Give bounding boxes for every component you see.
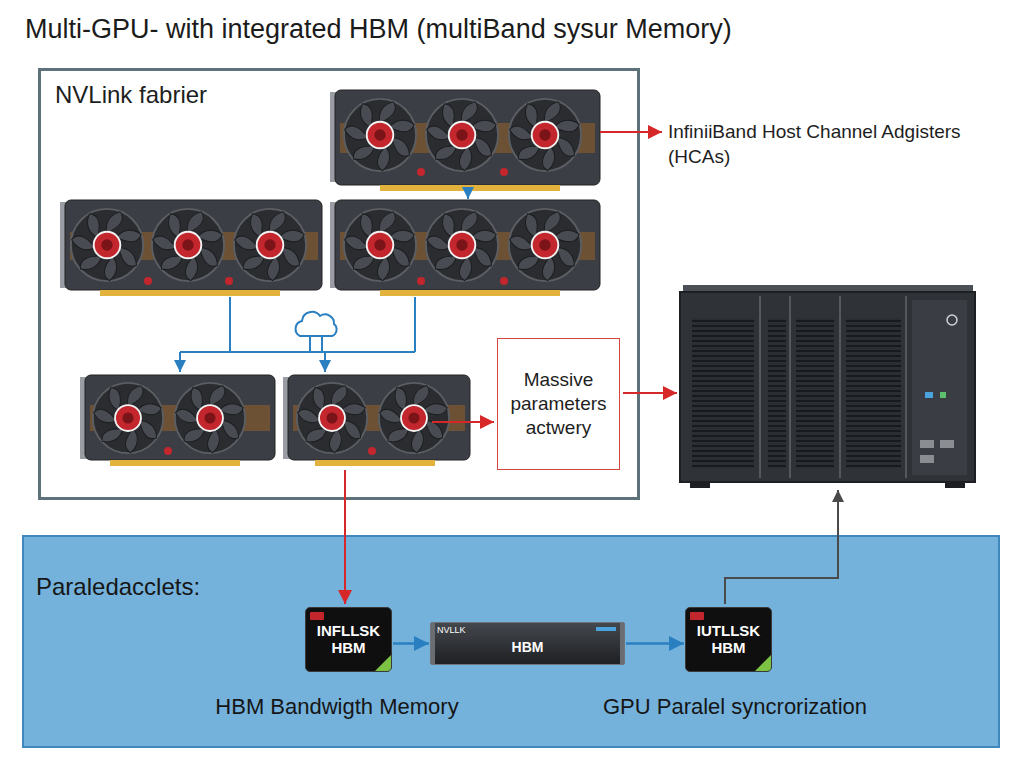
server-led: [940, 392, 946, 398]
server-vent: [692, 318, 754, 468]
card-body: [65, 200, 322, 290]
memory-chip: INFLLSK HBM: [305, 607, 392, 672]
card-led: [500, 168, 508, 176]
nvlink-wire: [324, 352, 326, 372]
pcie-connector: [110, 460, 240, 466]
server-led: [925, 392, 933, 398]
pcie-connector: [100, 290, 280, 296]
chip-logo: [690, 612, 704, 620]
card-fan: [93, 383, 163, 454]
card-led: [368, 447, 376, 455]
nvlink-wire: [179, 352, 181, 372]
nvlink-wire: [467, 192, 469, 199]
flow-arrow: [393, 642, 429, 645]
server-divider: [759, 296, 761, 478]
cloud-icon: [296, 312, 337, 336]
server-foot: [945, 482, 965, 488]
card-led: [164, 447, 172, 455]
memory-rack: NVLLKHBM: [430, 622, 625, 665]
card-fan: [379, 383, 449, 454]
gpu-card: [60, 200, 322, 296]
memory-chip: IUTLLSK HBM: [685, 607, 772, 672]
red-arrow: [623, 392, 677, 394]
nvlink-wires: [180, 192, 468, 372]
card-fan: [71, 209, 143, 282]
server-vent: [796, 318, 834, 468]
gpu-card: [330, 200, 600, 296]
server-port: [920, 440, 934, 448]
pcie-connector: [315, 460, 435, 466]
card-fan: [152, 209, 224, 282]
rack-tag: NVLLK: [431, 623, 466, 636]
nvlink-wire: [180, 351, 415, 353]
red-arrow: [432, 421, 494, 423]
card-led: [500, 277, 508, 285]
card-fan: [509, 209, 581, 282]
chip-label: INFLLSK HBM: [310, 623, 387, 656]
card-fan: [175, 383, 245, 454]
card-fan: [426, 99, 498, 172]
chip-corner: [375, 655, 391, 671]
card-body: [288, 375, 470, 460]
pcie-connector: [380, 185, 560, 191]
rack-ear: [431, 623, 435, 664]
server-divider: [905, 296, 907, 478]
process-box: Massive parameters actwery: [497, 338, 620, 470]
server-port: [940, 440, 954, 448]
gpu-card: [283, 375, 470, 466]
red-arrow: [600, 131, 662, 133]
card-led: [417, 277, 425, 285]
card-body: [335, 90, 600, 185]
nvlink-wire: [229, 297, 231, 352]
server-divider: [789, 296, 791, 478]
frame-heading: NVLink fabrier: [55, 81, 207, 109]
server-panel: [912, 300, 967, 475]
card-body: [85, 375, 275, 460]
diagram-title: Multi-GPU- with integrated HBM (multiBan…: [25, 14, 732, 45]
label-holder: InfiniiBand Host Channel Adgisters (HCAs…: [668, 120, 1013, 169]
flow-arrow: [626, 642, 684, 645]
chip-corner: [755, 655, 771, 671]
card-led: [417, 168, 425, 176]
label-holder: HBM Bandwigth Memory: [215, 694, 458, 720]
band-caption: HBM Bandwigth Memory: [215, 694, 458, 720]
nvlink-wire: [309, 336, 311, 352]
power-button: [947, 315, 957, 325]
card-led: [144, 277, 152, 285]
card-fan: [297, 383, 367, 454]
server-vent: [768, 318, 786, 468]
rack-ear: [620, 623, 624, 664]
nvlink-wire: [321, 336, 323, 352]
server-illustration: [680, 285, 975, 488]
data-arrows: [345, 132, 838, 604]
hca-label: InfiniiBand Host Channel Adgisters (HCAs…: [668, 120, 1013, 169]
gpu-card: [80, 375, 275, 466]
card-body: [335, 200, 600, 290]
band-caption: GPU Paralel syncrorization: [603, 694, 867, 720]
pcie-connector: [380, 290, 560, 296]
server-body: [680, 292, 975, 482]
gpu-card: [330, 90, 600, 191]
rack-label: HBM: [431, 636, 624, 658]
nvlink-wire: [414, 297, 416, 352]
card-fan: [426, 209, 498, 282]
server-divider: [839, 296, 841, 478]
server-vent: [846, 318, 901, 468]
card-fan: [344, 209, 416, 282]
card-fan: [509, 99, 581, 172]
box-text: Massive parameters actwery: [504, 368, 613, 439]
band-heading: Paraledacclets:: [36, 573, 200, 601]
red-arrow: [344, 470, 346, 604]
server-foot: [690, 482, 710, 488]
card-fan: [234, 209, 306, 282]
card-led: [225, 277, 233, 285]
chip-label: IUTLLSK HBM: [690, 623, 767, 656]
rack-led: [596, 627, 616, 631]
label-holder: GPU Paralel syncrorization: [603, 694, 867, 720]
server-port: [920, 455, 934, 463]
chip-logo: [310, 612, 324, 620]
card-fan: [344, 99, 416, 172]
